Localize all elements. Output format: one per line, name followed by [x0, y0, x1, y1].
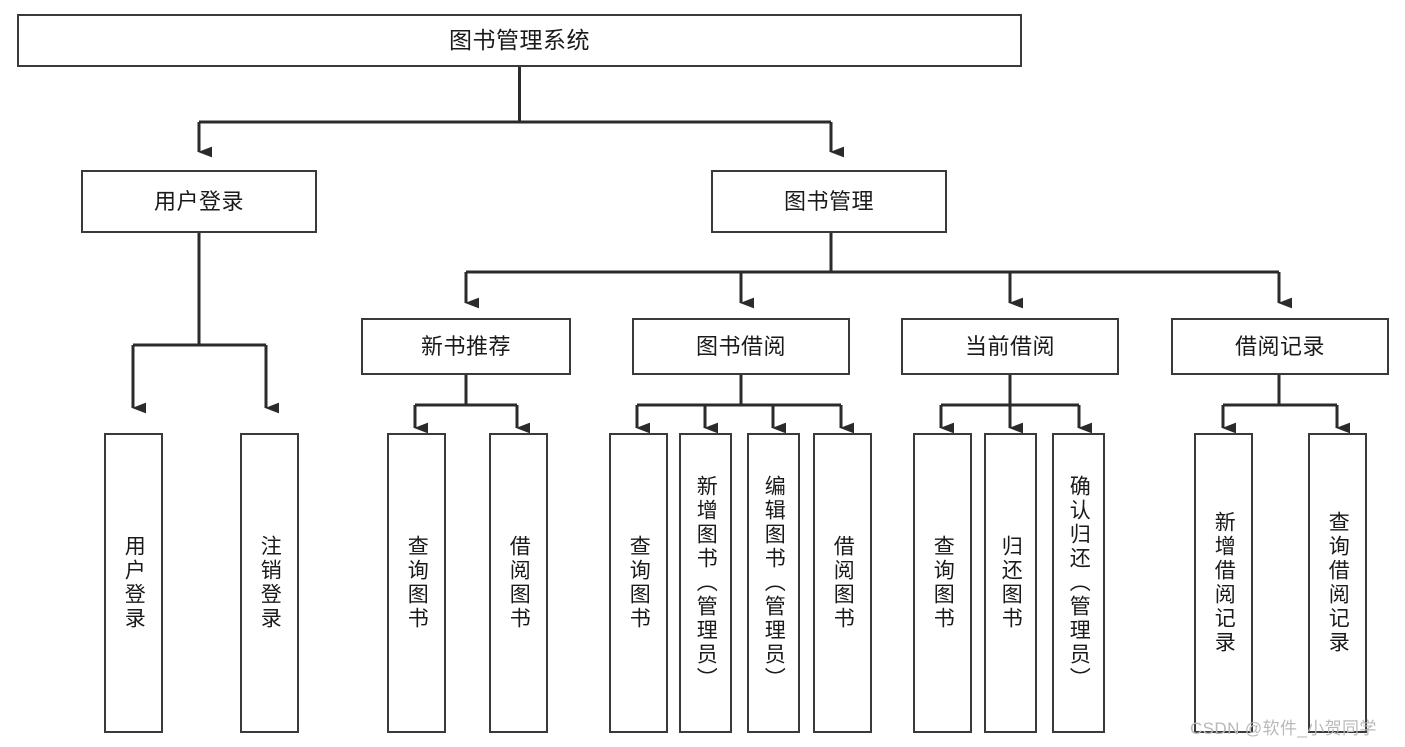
- node-user-login[interactable]: 用户登录: [81, 170, 317, 233]
- node-label: 新增借阅记录: [1212, 511, 1236, 655]
- leaf-query-borrow-record[interactable]: 查询借阅记录: [1308, 433, 1367, 733]
- leaf-return-book[interactable]: 归还图书: [984, 433, 1037, 733]
- node-label: 用户登录: [122, 535, 146, 631]
- leaf-add-borrow-record[interactable]: 新增借阅记录: [1194, 433, 1253, 733]
- leaf-user-login[interactable]: 用户登录: [104, 433, 163, 733]
- node-label: 用户登录: [153, 188, 244, 214]
- node-label: 借阅图书: [831, 535, 855, 631]
- node-label: 归还图书: [999, 535, 1023, 631]
- node-root-system[interactable]: 图书管理系统: [17, 14, 1022, 67]
- node-book-borrow[interactable]: 图书借阅: [632, 318, 850, 375]
- leaf-logout[interactable]: 注销登录: [240, 433, 299, 733]
- watermark-text: CSDN @软件_小贺同学: [1190, 719, 1377, 738]
- node-label: 查询图书: [405, 535, 429, 631]
- node-label: 查询图书: [931, 535, 955, 631]
- node-current-borrow[interactable]: 当前借阅: [901, 318, 1119, 375]
- node-label: 新增图书（管理员）: [694, 475, 718, 691]
- leaf-query-book-recommend[interactable]: 查询图书: [387, 433, 446, 733]
- leaf-borrow-book[interactable]: 借阅图书: [813, 433, 872, 733]
- node-book-management[interactable]: 图书管理: [711, 170, 947, 233]
- node-label: 图书管理系统: [449, 27, 590, 54]
- node-label: 借阅图书: [507, 535, 531, 631]
- leaf-confirm-return-admin[interactable]: 确认归还（管理员）: [1052, 433, 1105, 733]
- leaf-edit-book-admin[interactable]: 编辑图书（管理员）: [747, 433, 800, 733]
- node-label: 当前借阅: [964, 333, 1055, 359]
- leaf-add-book-admin[interactable]: 新增图书（管理员）: [679, 433, 732, 733]
- node-label: 图书管理: [783, 188, 874, 214]
- node-label: 编辑图书（管理员）: [762, 475, 786, 691]
- node-label: 借阅记录: [1234, 333, 1325, 359]
- leaf-borrow-book-recommend[interactable]: 借阅图书: [489, 433, 548, 733]
- node-label: 确认归还（管理员）: [1067, 475, 1091, 691]
- leaf-query-book-current[interactable]: 查询图书: [913, 433, 972, 733]
- node-borrow-record[interactable]: 借阅记录: [1171, 318, 1389, 375]
- leaf-query-book-borrow[interactable]: 查询图书: [609, 433, 668, 733]
- node-label: 查询图书: [627, 535, 651, 631]
- node-new-book-recommend[interactable]: 新书推荐: [361, 318, 571, 375]
- node-label: 注销登录: [258, 535, 282, 631]
- node-label: 新书推荐: [420, 333, 511, 359]
- node-label: 查询借阅记录: [1326, 511, 1350, 655]
- node-label: 图书借阅: [695, 333, 786, 359]
